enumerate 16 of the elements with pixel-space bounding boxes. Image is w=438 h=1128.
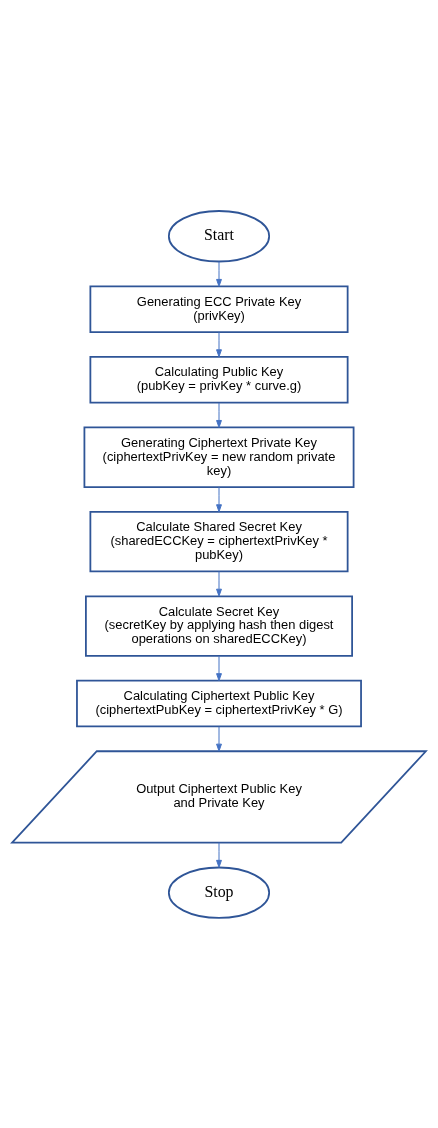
node-box: Calculate Shared Secret Key (sharedECCKey = ciphertextPrivKey * pubKey) bbox=[89, 510, 349, 572]
node-ellipse: Stop bbox=[167, 866, 271, 919]
arrow bbox=[216, 655, 222, 681]
node-box: Calculating Ciphertext Public Key (ciphertextPubKey = ciphertextPrivKey * G) bbox=[76, 679, 362, 727]
arrow bbox=[216, 725, 222, 752]
node-box: Calculate Secret Key (secretKey by applying hash then digest operations on sharedECCKey) bbox=[85, 594, 353, 657]
arrow bbox=[216, 402, 222, 428]
node-box: Calculating Public Key (pubKey = privKey * curve.g) bbox=[89, 355, 349, 403]
node-box: Generating ECC Private Key (privKey) bbox=[89, 284, 349, 333]
arrow bbox=[216, 486, 222, 512]
arrow bbox=[216, 570, 222, 597]
arrow bbox=[216, 260, 222, 287]
node-box: Generating Ciphertext Private Key (ciphertextPrivKey = new random private key) bbox=[83, 426, 355, 488]
node-ellipse: Start bbox=[167, 209, 271, 262]
arrow bbox=[216, 331, 222, 357]
arrow bbox=[216, 841, 222, 868]
